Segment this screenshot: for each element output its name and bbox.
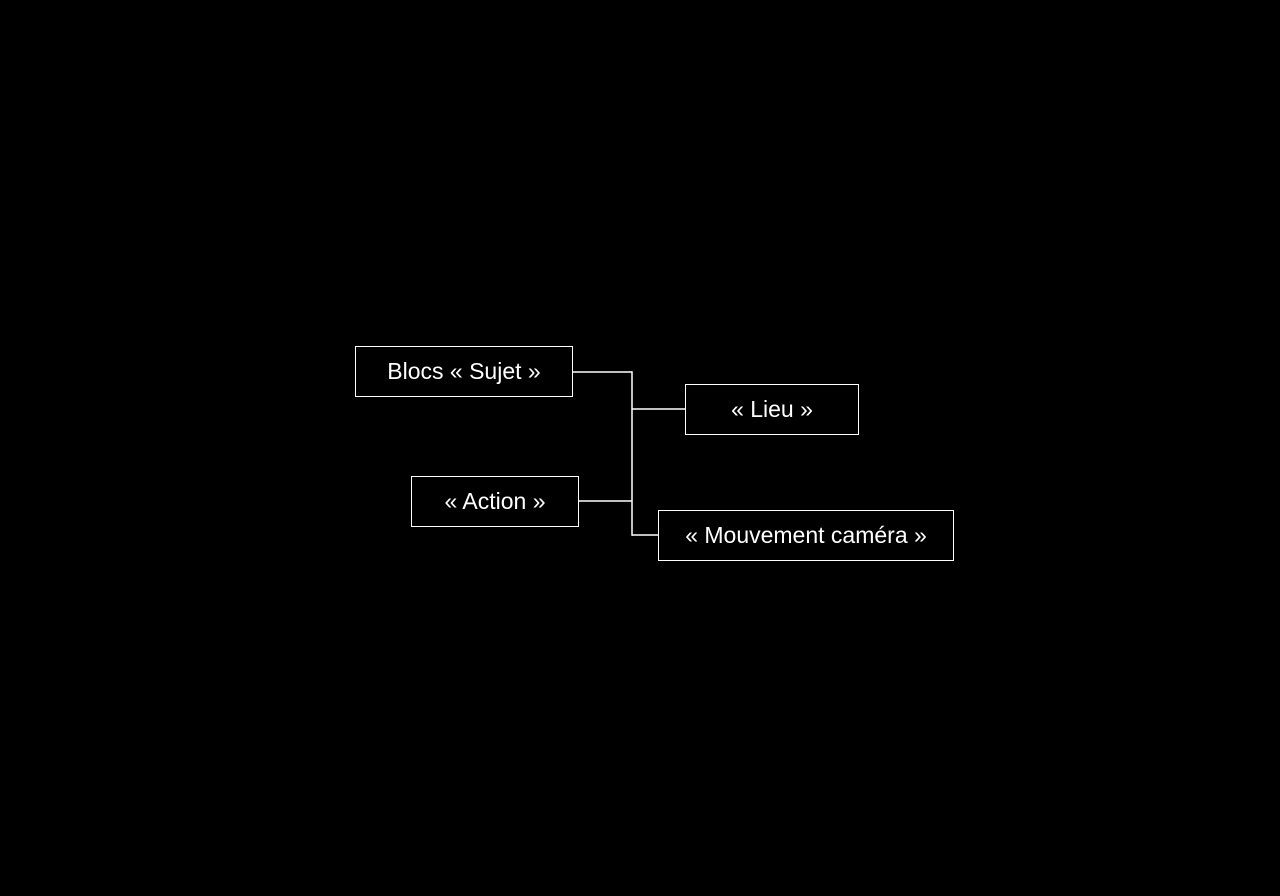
place-node: « Lieu » [685,384,859,435]
action-label: « Action » [444,488,546,514]
subject-block-node: Blocs « Sujet » [355,346,573,397]
action-node: « Action » [411,476,579,527]
place-label: « Lieu » [731,396,813,422]
subject-block-label: Blocs « Sujet » [387,358,541,384]
camera-movement-label: « Mouvement caméra » [685,522,927,548]
camera-movement-node: « Mouvement caméra » [658,510,954,561]
